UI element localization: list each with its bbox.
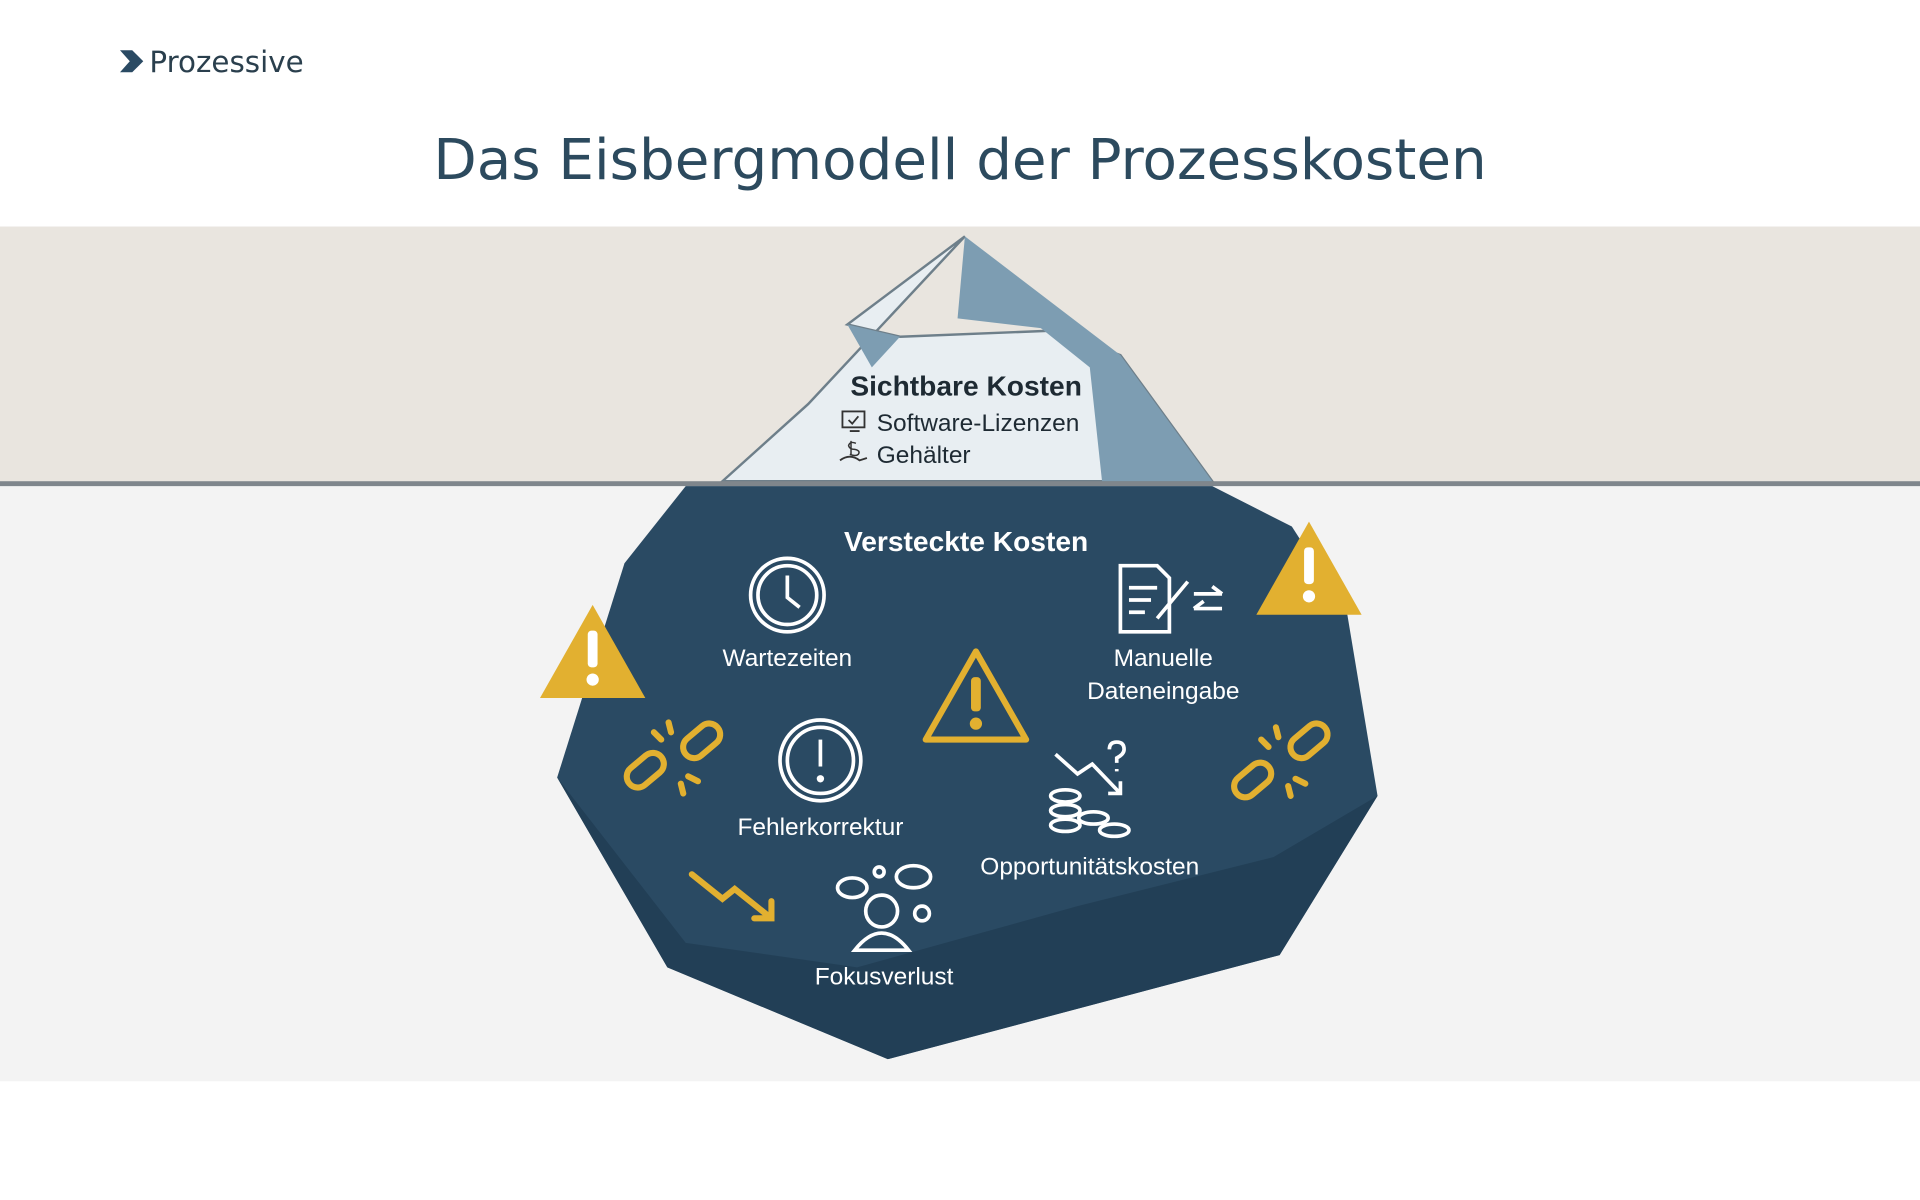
logo: Prozessive [120,45,304,79]
visible-costs-heading: Sichtbare Kosten [850,371,1082,402]
distracted-person-icon [835,863,933,953]
warning-icon [540,604,646,698]
trend-down-icon [688,871,775,922]
chevron-logo-icon [120,50,144,73]
broken-chain-icon [623,719,724,797]
waterline [0,481,1920,487]
hidden-item-label: Dateneingabe [1087,678,1239,705]
monitor-check-icon [841,410,866,432]
visible-item-label: Gehälter [877,442,971,469]
iceberg-tip [719,235,1215,483]
visible-item-label: Software-Lizenzen [877,410,1080,437]
warning-icon [1256,521,1362,615]
page-title: Das Eisbergmodell der Prozesskosten [433,128,1486,193]
hand-dollar-icon [839,440,868,462]
document-edit-icon [1118,563,1224,634]
hidden-item-label: Wartezeiten [723,645,853,672]
hidden-costs-heading: Versteckte Kosten [844,526,1088,557]
warning-icon [922,648,1030,743]
logo-text: Prozessive [149,45,303,79]
hidden-item-label: Fokusverlust [815,963,954,990]
clock-icon [748,556,826,634]
exclamation-circle-icon [778,718,863,803]
hidden-item-label: Fehlerkorrektur [737,814,903,841]
hidden-item-label: Opportunitätskosten [980,853,1199,880]
hidden-item-label: Manuelle [1114,645,1213,672]
coins-decline-icon [1048,740,1131,839]
broken-chain-icon [1231,720,1331,801]
